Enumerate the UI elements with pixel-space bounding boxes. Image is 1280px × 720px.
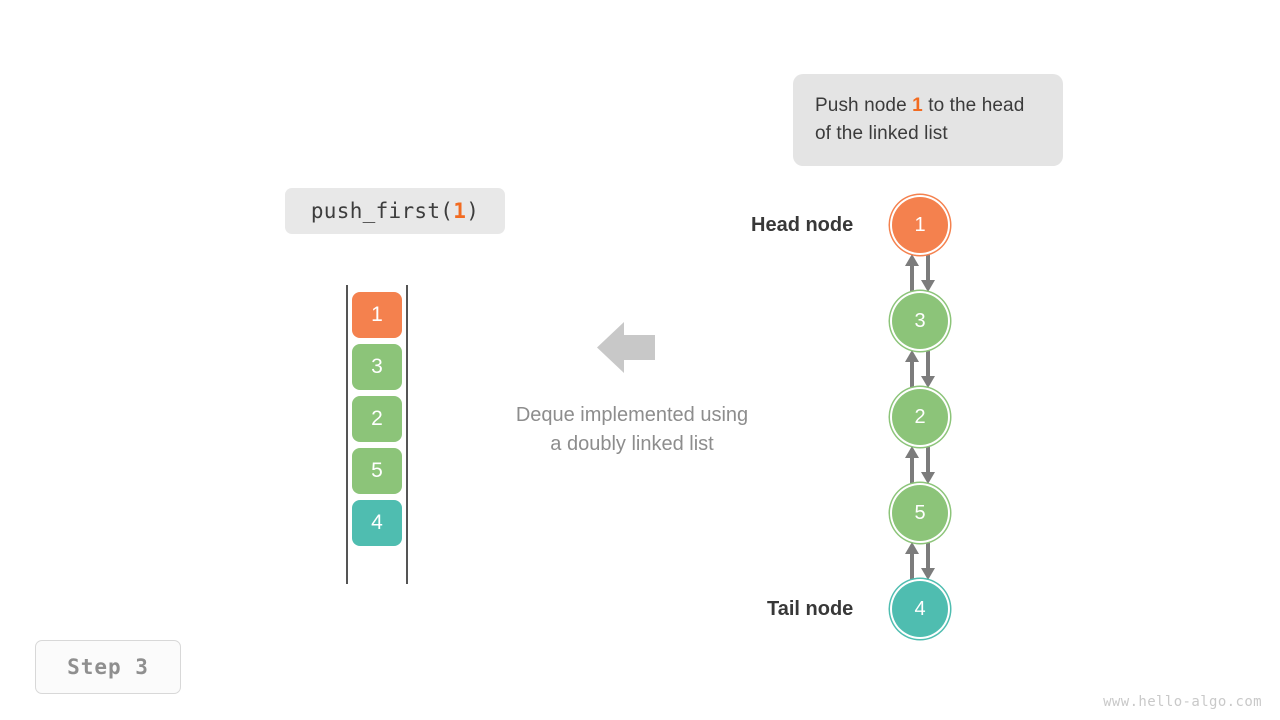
array-rail-left [346, 285, 348, 584]
linked-list-node-value: 5 [914, 501, 926, 524]
next-pointer-arrow [921, 542, 935, 580]
prev-pointer-arrow [905, 254, 919, 292]
array-cell-value: 1 [371, 303, 383, 326]
next-pointer-arrow [921, 446, 935, 484]
step-badge: Step 3 [35, 640, 181, 694]
array-cell: 4 [352, 500, 402, 546]
array-rail-right [406, 285, 408, 584]
linked-list-node-value: 3 [914, 309, 926, 332]
callout-suffix: to the head of the linked list [815, 95, 1025, 144]
array-cell-value: 4 [371, 511, 383, 534]
caption-line-1: Deque implemented using [515, 404, 749, 426]
push-callout: Push node 1 to the head of the linked li… [793, 74, 1063, 166]
array-cell: 1 [352, 292, 402, 338]
push-callout-text: Push node 1 to the head of the linked li… [815, 92, 1041, 148]
array-cell: 3 [352, 344, 402, 390]
next-pointer-arrow [921, 254, 935, 292]
callout-highlight-value: 1 [912, 95, 923, 116]
linked-list-node: 5 [892, 485, 948, 541]
arrow-left-icon [597, 320, 655, 375]
linked-list-node-value: 2 [914, 405, 926, 428]
linked-list-node: 4 [892, 581, 948, 637]
link-arrow-pair [892, 349, 948, 389]
link-arrow-pair [892, 253, 948, 293]
head-node-label: Head node [751, 214, 854, 236]
linked-list-node-value: 4 [914, 597, 926, 620]
prev-pointer-arrow [905, 350, 919, 388]
linked-list-node: 2 [892, 389, 948, 445]
operation-chip-prefix: push_first( [310, 199, 454, 223]
prev-pointer-arrow [905, 542, 919, 580]
tail-node-label: Tail node [767, 598, 854, 620]
linked-list-node-value: 1 [914, 213, 926, 236]
deque-array: 1 3 2 5 4 [346, 285, 408, 584]
array-cell: 2 [352, 396, 402, 442]
array-cell-value: 2 [371, 407, 383, 430]
diagram-caption: Deque implemented using a doubly linked … [452, 401, 812, 459]
callout-prefix: Push node [815, 95, 913, 116]
watermark: www.hello-algo.com [1103, 694, 1262, 710]
linked-list-node: 3 [892, 293, 948, 349]
doubly-linked-list: 1 3 2 5 4 [860, 190, 990, 650]
array-cell-value: 5 [371, 459, 383, 482]
prev-pointer-arrow [905, 446, 919, 484]
operation-chip-suffix: ) [466, 199, 480, 223]
array-cell: 5 [352, 448, 402, 494]
link-arrow-pair [892, 445, 948, 485]
linked-list-node: 1 [892, 197, 948, 253]
operation-chip-argument: 1 [453, 199, 467, 223]
link-arrow-pair [892, 541, 948, 581]
caption-line-2: a doubly linked list [550, 433, 714, 455]
next-pointer-arrow [921, 350, 935, 388]
operation-chip: push_first(1) [285, 188, 505, 234]
array-cell-value: 3 [371, 355, 383, 378]
